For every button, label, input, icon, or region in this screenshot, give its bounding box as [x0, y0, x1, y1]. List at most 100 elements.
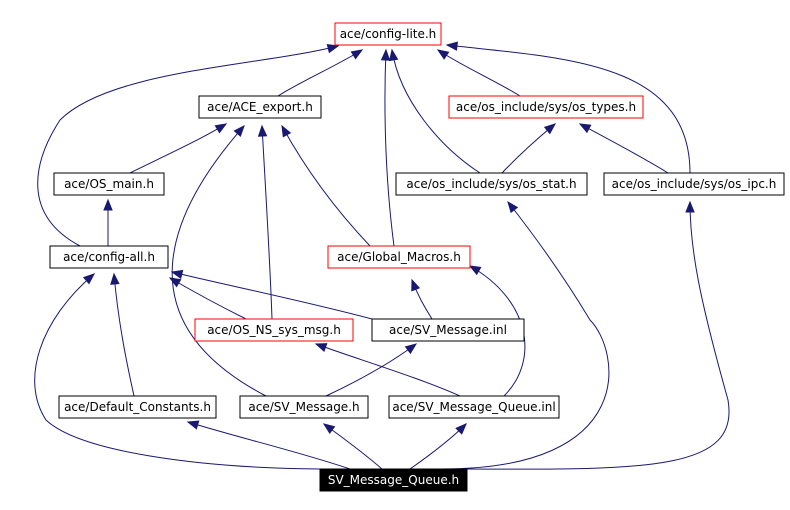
arrowhead: [326, 44, 340, 54]
edge-sv_message_queue_inl-to-os_ns_sys_msg: [314, 343, 461, 397]
edge-os_stat-to-config_lite: [388, 48, 481, 174]
edge-line: [129, 123, 227, 174]
node-label: ace/OS_NS_sys_msg.h: [207, 323, 341, 337]
node-label: ace/os_include/sys/os_ipc.h: [612, 177, 777, 191]
node-label: ace/SV_Message.h: [248, 400, 359, 414]
arrowhead: [314, 343, 328, 353]
arrowhead: [233, 124, 245, 138]
arrowhead: [455, 423, 467, 435]
edge-line: [466, 201, 730, 470]
edge-config_all-to-os_main: [103, 198, 113, 247]
node-box: [388, 395, 560, 419]
edge-line: [323, 423, 383, 470]
node-global-macros[interactable]: ace/Global_Macros.h: [327, 245, 471, 269]
node-config-lite[interactable]: ace/config-lite.h: [334, 22, 442, 46]
arrowhead: [257, 124, 268, 137]
edge-os_ns_sys_msg-to-ace_export: [257, 124, 273, 320]
edge-line: [171, 125, 267, 397]
arrowhead: [82, 273, 96, 285]
edge-config_all-to-config_lite: [37, 44, 340, 247]
node-config-all[interactable]: ace/config-all.h: [49, 245, 169, 269]
node-box: [448, 95, 644, 119]
arrowhead: [168, 277, 182, 288]
node-os-types[interactable]: ace/os_include/sys/os_types.h: [448, 95, 644, 119]
node-box: [49, 245, 169, 269]
arrowhead: [468, 265, 482, 276]
node-label: ace/Default_Constants.h: [64, 400, 211, 414]
arrowhead: [411, 278, 421, 292]
node-sv-message-h[interactable]: ace/SV_Message.h: [239, 395, 369, 419]
arrowhead: [350, 49, 364, 60]
arrowhead: [110, 272, 120, 285]
node-box: [334, 22, 442, 46]
edge-sv_message_h-to-ace_export: [171, 124, 267, 397]
arrowhead: [436, 49, 450, 60]
edge-line: [34, 273, 321, 470]
node-box: [239, 395, 369, 419]
edge-line: [501, 123, 556, 174]
arrowhead: [103, 198, 113, 211]
arrowhead: [578, 123, 592, 134]
node-default-constants[interactable]: ace/Default_Constants.h: [58, 395, 217, 419]
node-label: ace/config-all.h: [63, 250, 155, 264]
node-box: [53, 172, 165, 196]
edge-ace_export-to-config_lite: [277, 49, 364, 97]
edge-line: [391, 49, 481, 174]
edge-line: [171, 271, 373, 320]
edge-line: [579, 123, 669, 174]
edge-line: [446, 44, 691, 174]
node-label: ace/os_include/sys/os_stat.h: [406, 177, 576, 191]
edge-line: [37, 45, 339, 247]
node-os-ipc[interactable]: ace/os_include/sys/os_ipc.h: [603, 172, 785, 196]
node-os-ns-sys-msg[interactable]: ace/OS_NS_sys_msg.h: [194, 318, 354, 342]
node-label: ace/Global_Macros.h: [337, 250, 461, 264]
node-label: ace/OS_main.h: [64, 177, 154, 191]
node-box: [371, 318, 525, 342]
node-box: [194, 318, 354, 342]
edge-default_constants-to-config_all: [110, 272, 135, 397]
arrowhead: [543, 123, 557, 135]
edge-os_stat-to-os_types: [501, 123, 557, 174]
edge-os_ipc-to-config_lite: [445, 41, 691, 174]
edge-line: [437, 49, 521, 97]
node-label: SV_Message_Queue.h: [328, 473, 459, 487]
edge-sv_message_queue_h-to-os_ipc: [466, 200, 730, 470]
node-box: [603, 172, 785, 196]
arrowhead: [170, 269, 184, 280]
edge-line: [409, 423, 467, 470]
edge-line: [384, 49, 395, 247]
node-box: [319, 468, 468, 492]
edge-os_ipc-to-os_types: [578, 123, 669, 174]
edge-sv_message_queue_h-to-config_all: [34, 273, 321, 470]
node-label: ace/config-lite.h: [340, 27, 437, 41]
arrowhead: [445, 41, 458, 51]
node-sv-message-queue-inl[interactable]: ace/SV_Message_Queue.inl: [388, 395, 560, 419]
node-sv-message-queue-h[interactable]: SV_Message_Queue.h: [319, 468, 468, 492]
edges-layer: [34, 41, 730, 470]
node-box: [395, 172, 588, 196]
edge-line: [277, 49, 363, 97]
edge-global_macros-to-config_lite: [380, 48, 395, 247]
edge-line: [113, 273, 135, 397]
edge-sv_message_inl-to-config_all: [170, 269, 373, 320]
node-box: [327, 245, 471, 269]
node-os-main[interactable]: ace/OS_main.h: [53, 172, 165, 196]
edge-sv_message_inl-to-global_macros: [411, 278, 433, 320]
arrowhead: [388, 48, 399, 62]
arrowhead: [281, 124, 292, 138]
arrowhead: [380, 48, 391, 61]
arrowhead: [186, 420, 200, 430]
node-sv-message-inl[interactable]: ace/SV_Message.inl: [371, 318, 525, 342]
edge-sv_message_h-to-sv_message_inl: [325, 343, 418, 397]
node-box: [198, 95, 322, 119]
edge-os_main-to-ace_export: [129, 123, 228, 174]
arrowhead: [214, 123, 228, 134]
arrowhead: [507, 200, 519, 214]
node-os-stat[interactable]: ace/os_include/sys/os_stat.h: [395, 172, 588, 196]
node-label: ace/SV_Message_Queue.inl: [392, 400, 555, 414]
edge-line: [439, 201, 610, 470]
edge-sv_message_queue_h-to-sv_message_h: [322, 423, 383, 470]
edge-line: [315, 343, 461, 397]
node-ace-export[interactable]: ace/ACE_export.h: [198, 95, 322, 119]
